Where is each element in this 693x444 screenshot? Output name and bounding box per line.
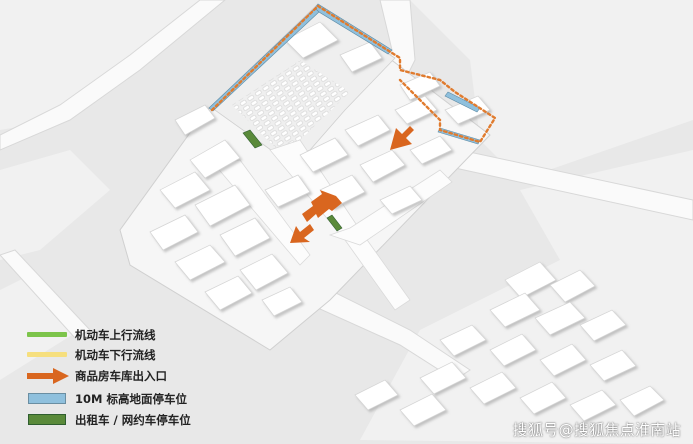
legend-item-garage-entrance: 商品房车库出入口 (27, 367, 247, 385)
legend-label: 出租车 / 网约车停车位 (75, 413, 191, 427)
watermark: 搜狐号@搜狐焦点淮南站 (512, 421, 681, 439)
garage-entrance-arrows (290, 126, 414, 243)
legend-item-uplink: 机动车上行流线 (27, 326, 247, 344)
orange-route (210, 4, 497, 144)
legend-item-ground-parking: 10M 标高地面停车位 (27, 390, 247, 408)
legend-label: 机动车下行流线 (75, 348, 156, 362)
parking-stalls (232, 60, 350, 152)
orange-arrow-icon (27, 368, 69, 384)
legend-item-taxi-parking: 出租车 / 网约车停车位 (27, 411, 247, 429)
legend-label: 机动车上行流线 (75, 328, 156, 342)
buildings (149, 21, 665, 427)
legend-item-downlink: 机动车下行流线 (27, 346, 247, 364)
legend-label: 商品房车库出入口 (75, 369, 167, 383)
blue-box-swatch (28, 393, 66, 404)
taxi-stalls (242, 129, 343, 232)
green-line-swatch (27, 332, 67, 337)
legend-label: 10M 标高地面停车位 (75, 392, 187, 406)
green-box-swatch (28, 414, 66, 425)
yellow-line-swatch (27, 352, 67, 357)
